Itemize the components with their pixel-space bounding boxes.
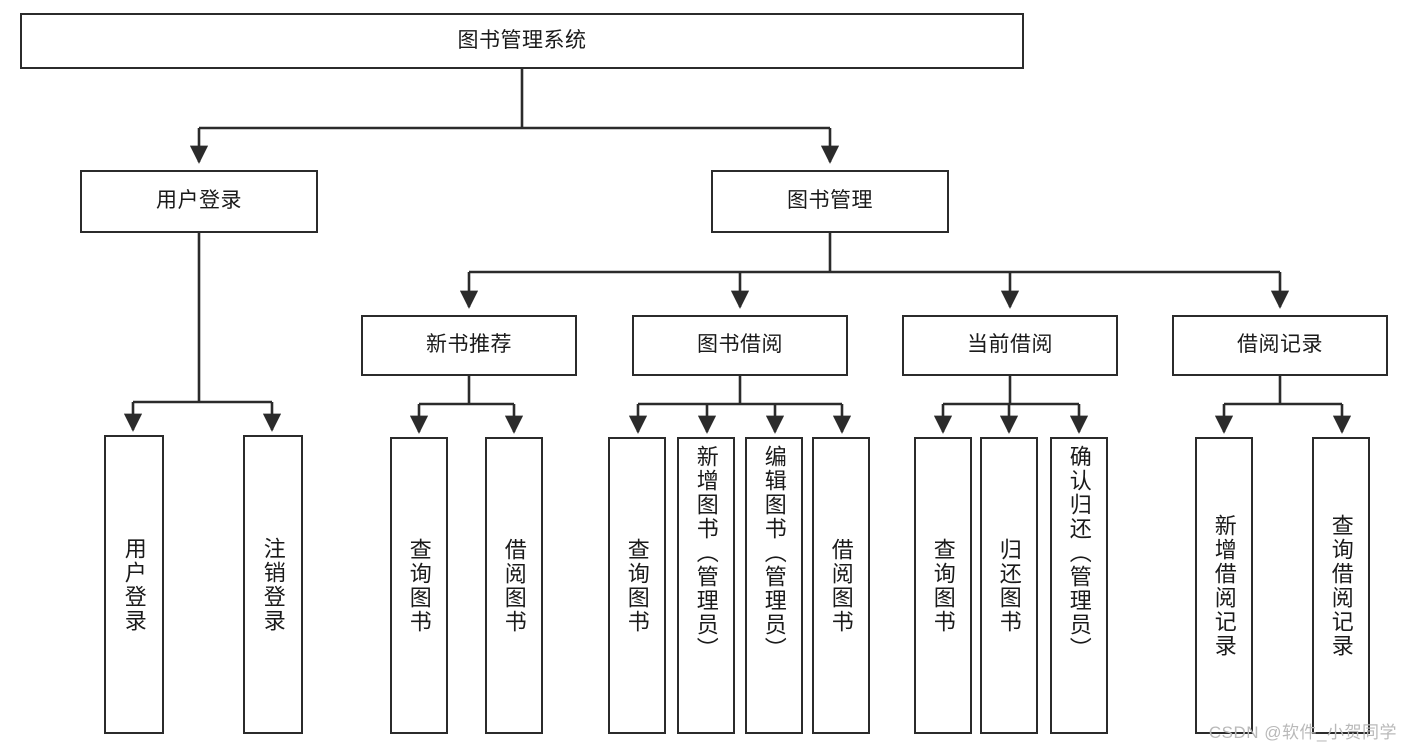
node-leaf-borrow-book-recommend[interactable]: 借阅图书 [485,437,543,734]
node-label: 图书管理系统 [457,28,587,52]
node-label: 图书借阅 [697,333,783,357]
node-label: 查询图书 [624,537,650,634]
node-new-book-recommend[interactable]: 新书推荐 [361,315,577,376]
node-borrow-record[interactable]: 借阅记录 [1172,315,1388,376]
node-leaf-query-book-recommend[interactable]: 查询图书 [390,437,448,734]
node-current-borrow[interactable]: 当前借阅 [902,315,1118,376]
node-label: 新增图书（管理员） [693,445,719,661]
node-label: 借阅图书 [501,537,527,634]
watermark-text: CSDN @软件_小贺同学 [1208,723,1397,742]
node-label: 查询图书 [406,537,432,634]
node-label: 确认归还（管理员） [1066,445,1092,661]
node-leaf-confirm-return-admin[interactable]: 确认归还（管理员） [1050,437,1108,734]
node-label: 用户登录 [121,536,147,633]
node-leaf-query-book[interactable]: 查询图书 [608,437,666,734]
node-root-system[interactable]: 图书管理系统 [20,13,1024,69]
node-label: 借阅记录 [1237,333,1323,357]
node-label: 查询借阅记录 [1328,513,1354,658]
node-label: 借阅图书 [828,537,854,634]
node-label: 归还图书 [996,537,1022,634]
node-user-login[interactable]: 用户登录 [80,170,318,233]
node-leaf-add-borrow-record[interactable]: 新增借阅记录 [1195,437,1253,734]
node-label: 用户登录 [156,189,242,213]
node-leaf-query-book-current[interactable]: 查询图书 [914,437,972,734]
node-label: 图书管理 [787,189,873,213]
node-leaf-edit-book-admin[interactable]: 编辑图书（管理员） [745,437,803,734]
node-leaf-query-borrow-record[interactable]: 查询借阅记录 [1312,437,1370,734]
node-label: 新书推荐 [426,333,512,357]
node-leaf-return-book[interactable]: 归还图书 [980,437,1038,734]
node-leaf-add-book-admin[interactable]: 新增图书（管理员） [677,437,735,734]
node-leaf-borrow-book[interactable]: 借阅图书 [812,437,870,734]
node-leaf-user-login[interactable]: 用户登录 [104,435,164,734]
node-label: 查询图书 [930,537,956,634]
node-label: 编辑图书（管理员） [761,445,787,661]
node-leaf-logout[interactable]: 注销登录 [243,435,303,734]
node-book-management[interactable]: 图书管理 [711,170,949,233]
node-label: 新增借阅记录 [1211,513,1237,658]
node-book-borrow[interactable]: 图书借阅 [632,315,848,376]
node-label: 当前借阅 [967,333,1053,357]
node-label: 注销登录 [260,536,286,633]
